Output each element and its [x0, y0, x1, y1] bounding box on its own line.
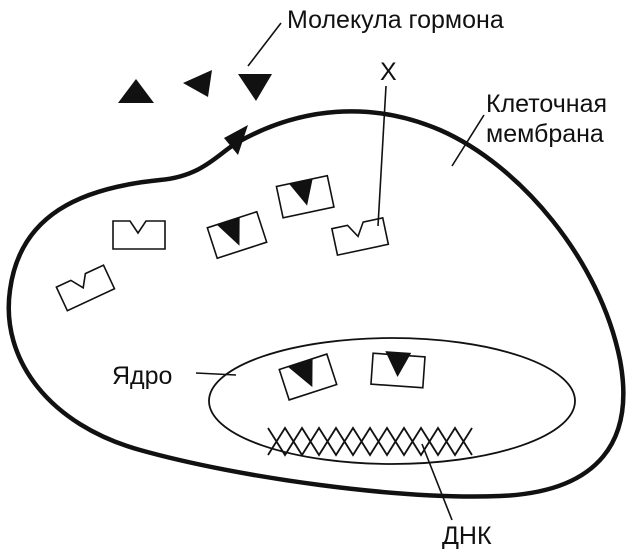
receptor-empty	[55, 264, 116, 312]
label-hormone-molecule: Молекула гормона	[287, 6, 504, 34]
receptor-complex	[275, 174, 335, 219]
hormone-triangle-entering	[224, 125, 248, 155]
label-membrane-line1: Клеточная	[486, 90, 607, 118]
receptor-complex	[206, 210, 268, 260]
hormone-molecules	[118, 70, 272, 155]
hormone-bound	[287, 358, 313, 388]
hormone-triangle	[118, 79, 154, 103]
label-nucleus: Ядро	[112, 362, 172, 390]
hormone-triangle	[238, 74, 272, 101]
dna-strand	[267, 426, 473, 457]
leader-nucleus	[195, 372, 237, 376]
receptor-complex-nuclear	[370, 351, 426, 389]
cell-membrane	[6, 109, 626, 499]
receptors-empty	[55, 216, 390, 312]
leader-dna	[421, 443, 453, 521]
leader-membrane	[451, 114, 485, 167]
hormone-triangle	[183, 70, 212, 97]
leader-x	[377, 85, 387, 227]
hormone-bound	[385, 351, 412, 377]
receptor-empty-x	[330, 216, 390, 257]
nucleus	[208, 337, 576, 465]
receptor-complex-nuclear	[278, 353, 338, 401]
label-x: X	[380, 58, 397, 86]
receptor-empty	[112, 220, 166, 250]
leader-hormone	[247, 22, 282, 67]
label-membrane-line2: мембрана	[486, 120, 604, 148]
hormone-bound	[289, 178, 313, 206]
label-dna: ДНК	[442, 522, 492, 550]
hormone-bound	[216, 217, 240, 246]
